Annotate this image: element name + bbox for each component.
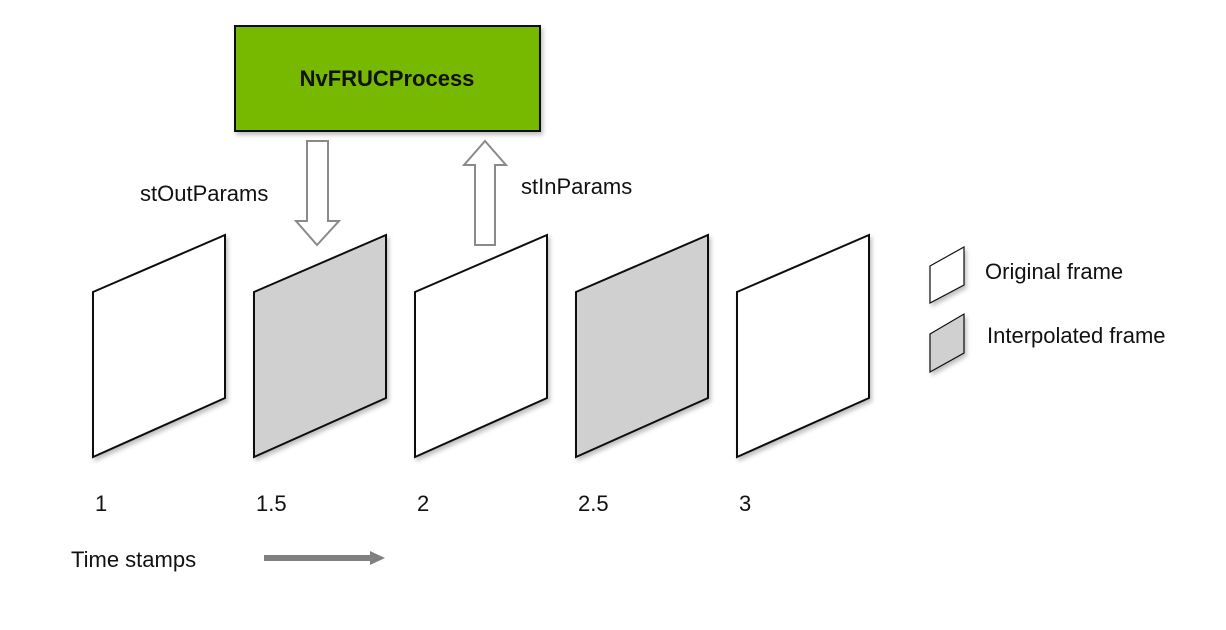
original-frame	[736, 233, 870, 459]
legend-interpolated-label: Interpolated frame	[987, 323, 1166, 348]
legend-original-swatch	[929, 245, 965, 304]
up-arrow-icon	[461, 139, 509, 246]
time-axis: Time stamps	[71, 547, 385, 572]
down-arrow-icon	[293, 140, 342, 247]
out-params-label: stOutParams	[140, 181, 268, 206]
timestamp-label: 1	[95, 491, 107, 516]
frame-sequence: 1 1.5 2 2.5 3	[92, 233, 870, 516]
in-params-label: stInParams	[521, 174, 632, 199]
process-box-label: NvFRUCProcess	[300, 66, 475, 91]
legend: Original frame Interpolated frame	[929, 245, 1166, 374]
process-box: NvFRUCProcess	[234, 25, 541, 132]
time-arrow-icon	[264, 551, 385, 565]
original-frame	[414, 233, 548, 459]
timestamp-label: 1.5	[256, 491, 287, 516]
original-frame	[92, 233, 226, 459]
interpolated-frame	[253, 233, 387, 459]
timestamp-label: 2.5	[578, 491, 609, 516]
interpolated-frame	[575, 233, 709, 459]
legend-interpolated-swatch	[929, 312, 965, 374]
time-stamps-label: Time stamps	[71, 547, 196, 572]
timestamp-label: 3	[739, 491, 751, 516]
process-box-rect	[234, 25, 541, 132]
legend-original-label: Original frame	[985, 259, 1123, 284]
timestamp-label: 2	[417, 491, 429, 516]
